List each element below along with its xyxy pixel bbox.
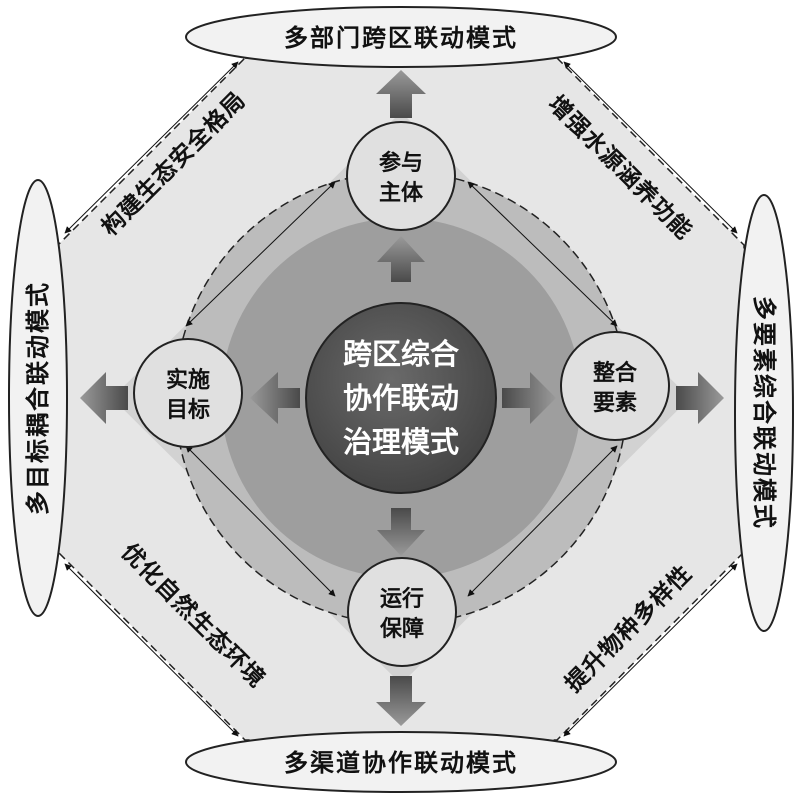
node-right (560, 331, 670, 441)
node-left (133, 338, 243, 448)
block-arrow-left-mode (80, 372, 128, 424)
center-line-1: 跨区综合 (343, 337, 459, 371)
block-arrow-bottom-mode (376, 676, 426, 726)
node-left-line-2: 目标 (166, 397, 210, 423)
center-circle (305, 302, 497, 494)
node-right-line-2: 要素 (593, 390, 637, 416)
center-line-3: 治理模式 (343, 425, 459, 459)
arrow-top-right (467, 181, 618, 327)
mode-left-label: 多目标耦合联动模式 (24, 281, 52, 515)
block-arrow-center-left (250, 372, 300, 424)
arrow-goal-bottom-left (64, 563, 239, 737)
node-top-line-1: 参与 (379, 150, 423, 176)
node-bottom-line-2: 保障 (379, 616, 424, 642)
node-left-line-1: 实施 (166, 367, 210, 393)
arrow-goal-top-right (563, 61, 738, 234)
mode-bottom-ellipse (185, 731, 617, 793)
block-arrow-center-up (377, 236, 425, 282)
mode-top-ellipse (185, 6, 617, 68)
block-arrow-top-mode (376, 70, 426, 118)
mode-top-label: 多部门跨区联动模式 (284, 24, 518, 52)
block-arrow-center-right (502, 372, 556, 424)
center-line-2: 协作联动 (343, 381, 459, 415)
arrow-left-top (185, 181, 336, 327)
mode-bottom-label: 多渠道协作联动模式 (284, 749, 518, 777)
block-arrow-right-mode (676, 372, 724, 424)
block-arrow-center-down (377, 508, 425, 556)
node-right-line-1: 整合 (593, 360, 638, 386)
mode-right-ellipse (734, 194, 794, 632)
node-top (346, 121, 456, 231)
arrow-goal-bottom-right (563, 563, 738, 737)
mode-right-label: 多要素综合联动模式 (750, 296, 778, 530)
arrow-bottom-left (185, 445, 336, 597)
node-bottom-line-1: 运行 (380, 586, 424, 612)
node-bottom (347, 557, 457, 667)
node-top-line-2: 主体 (379, 181, 424, 206)
arrow-right-bottom (467, 445, 618, 597)
mode-left-ellipse (8, 179, 68, 617)
arrow-goal-top-left (64, 61, 239, 234)
